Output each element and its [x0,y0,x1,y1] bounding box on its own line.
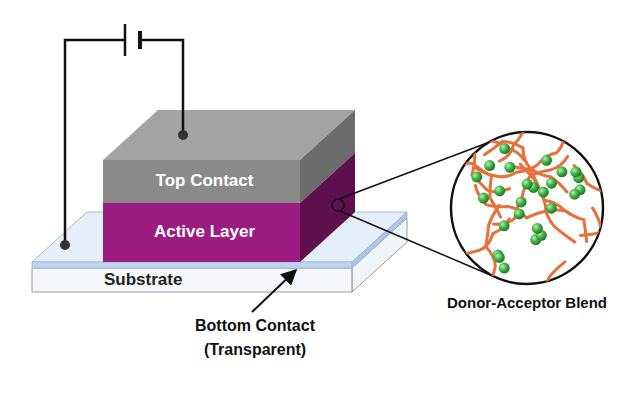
acceptor-ball [538,187,549,198]
polymer-chain [420,219,509,279]
acceptor-ball [532,223,543,234]
acceptor-ball [556,166,567,177]
part-label: Bottom Contact (Transparent) [165,314,345,362]
battery-plate [138,31,142,49]
polymer-chain [581,231,628,266]
bottom-contact-front [32,262,352,268]
acceptor-ball [494,185,505,196]
acceptor-ball [546,178,557,189]
polymer-chain [437,140,510,191]
acceptor-ball [499,143,510,154]
wire [140,40,183,135]
layer-name: Substrate [104,270,182,290]
blend-illustration [449,130,605,286]
acceptor-ball [546,203,557,214]
polymer-chain [499,121,590,161]
acceptor-ball [514,208,525,219]
acceptor-ball [569,189,580,200]
acceptor-ball [516,196,527,207]
zoom-spot [332,199,344,211]
acceptor-ball [478,193,489,204]
acceptor-ball [484,160,495,171]
polymer-chain [508,165,575,242]
active-layer-side [300,153,355,262]
top-contact-layer: Top Contact [103,160,300,203]
acceptor-ball [471,171,482,182]
blend-heading: Donor-Acceptor Blend [427,292,627,314]
leader-arrow [252,270,296,312]
terminal-dot [60,240,70,250]
acceptor-ball [570,166,581,177]
acceptor-ball [494,252,505,263]
polymer-chain [484,142,567,192]
terminal-dot [178,130,188,140]
polymer-chain [574,166,628,236]
layer-name: Top Contact [156,171,254,191]
acceptor-ball [522,179,533,190]
acceptor-ball [499,263,510,274]
battery-plate [124,24,127,56]
active-layer: Active Layer [103,203,300,262]
polymer-chain [593,208,628,303]
layer-name: Active Layer [154,222,255,242]
polymer-chain [434,163,501,217]
substrate-slab: Substrate [32,268,352,292]
acceptor-ball [504,162,515,173]
substrate-front [32,268,352,292]
polymer-chain [520,164,587,242]
acceptor-ball [499,220,510,231]
acceptor-ball [541,155,552,166]
blend-circle: Donor-Acceptor Blend [449,130,605,286]
